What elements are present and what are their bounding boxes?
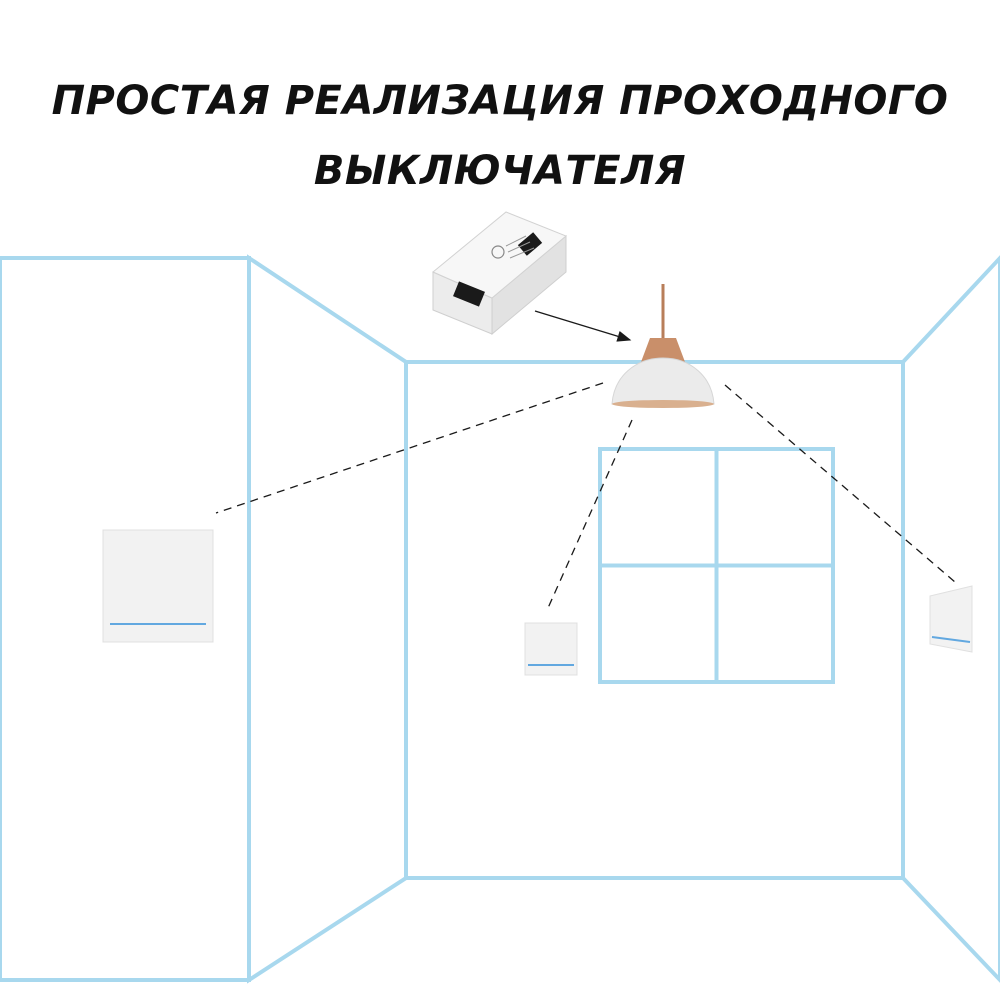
back-wall — [404, 360, 905, 880]
wireless-links — [215, 382, 956, 609]
right-side-wall — [901, 255, 1000, 983]
lamp-shade — [611, 357, 715, 405]
wifi-relay-module-icon — [432, 211, 567, 336]
link-left-switch — [215, 382, 604, 514]
page-title: ПРОСТАЯ РЕАЛИЗАЦИЯ ПРОХОДНОГО ВЫКЛЮЧАТЕЛ… — [0, 66, 1000, 206]
lamp-rim — [612, 400, 714, 408]
wall-switch-center — [524, 622, 578, 676]
title-line-2: ВЫКЛЮЧАТЕЛЯ — [313, 148, 687, 194]
pendant-lamp-icon — [611, 284, 715, 408]
link-right-switch — [724, 384, 956, 583]
title-line-1: ПРОСТАЯ РЕАЛИЗАЦИЯ ПРОХОДНОГО — [51, 78, 949, 124]
link-center-switch — [547, 419, 633, 609]
left-side-wall — [247, 254, 408, 984]
lamp-cap — [641, 338, 685, 362]
relay-to-lamp-arrow — [534, 310, 632, 342]
wall-switch-left — [102, 529, 214, 643]
wall-switch-right — [929, 585, 973, 653]
